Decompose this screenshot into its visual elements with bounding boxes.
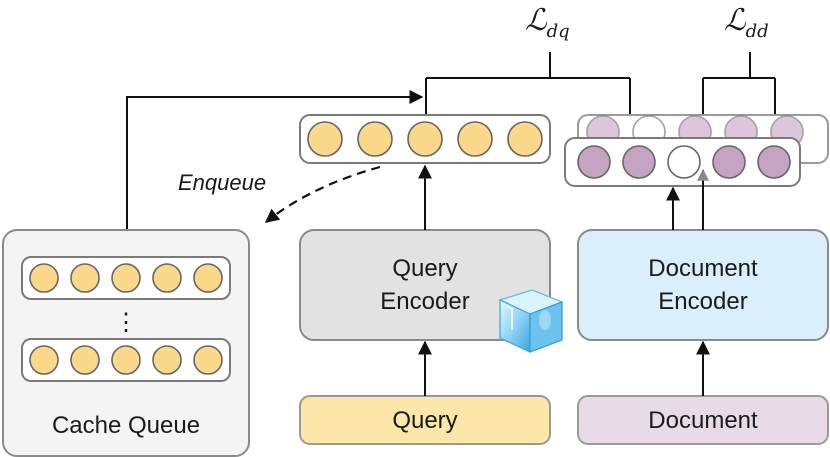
document-encoder-box [577,229,829,341]
cache-queue-label: Cache Queue [52,412,200,439]
query-embedding-cell [407,121,443,157]
query-embedding-cell [307,121,343,157]
enqueue-label: Enqueue [178,170,266,195]
document-input-label: Document [648,407,758,434]
enqueue-arrow [264,165,381,223]
query-embedding-cell [29,345,59,375]
document-embedding-vector-front [577,145,791,179]
query-embedding-cell [193,263,223,293]
document-embedding-cell [622,145,656,179]
query-embedding-cell [357,121,393,157]
cache-row-2-vector [29,345,223,375]
document-encoder-label-line-1: Document [648,255,758,282]
loss-dq-label: ℒdq [525,3,570,42]
cache-queue-dots: ⋮ [114,309,138,336]
loss-dq-bracket [425,52,631,115]
negative-slot-cell [667,145,701,179]
query-embedding-cell [152,345,182,375]
query-encoder-label-line-1: Query [392,255,457,282]
document-embedding-cell [712,145,746,179]
query-encoder-label-line-2: Encoder [380,288,469,315]
cache-to-query-arrow [126,90,424,230]
svg-text:ℒdd: ℒdd [724,3,769,42]
loss-dd-label: ℒdd [724,3,769,42]
query-embedding-vector [307,121,543,157]
query-embedding-cell [152,263,182,293]
query-embedding-cell [70,345,100,375]
svg-text:ℒdq: ℒdq [525,3,570,42]
query-embedding-cell [70,263,100,293]
query-embedding-cell [193,345,223,375]
document-encoder-label-line-2: Encoder [658,288,747,315]
document-embedding-cell [577,145,611,179]
query-embedding-cell [111,263,141,293]
cache-row-1-vector [29,263,223,293]
ice-cube-icon [498,289,564,353]
query-embedding-cell [507,121,543,157]
document-embedding-cell [757,145,791,179]
query-input-label: Query [392,407,457,434]
query-embedding-cell [29,263,59,293]
loss-dd-bracket [702,52,776,132]
query-embedding-cell [111,345,141,375]
query-embedding-cell [457,121,493,157]
